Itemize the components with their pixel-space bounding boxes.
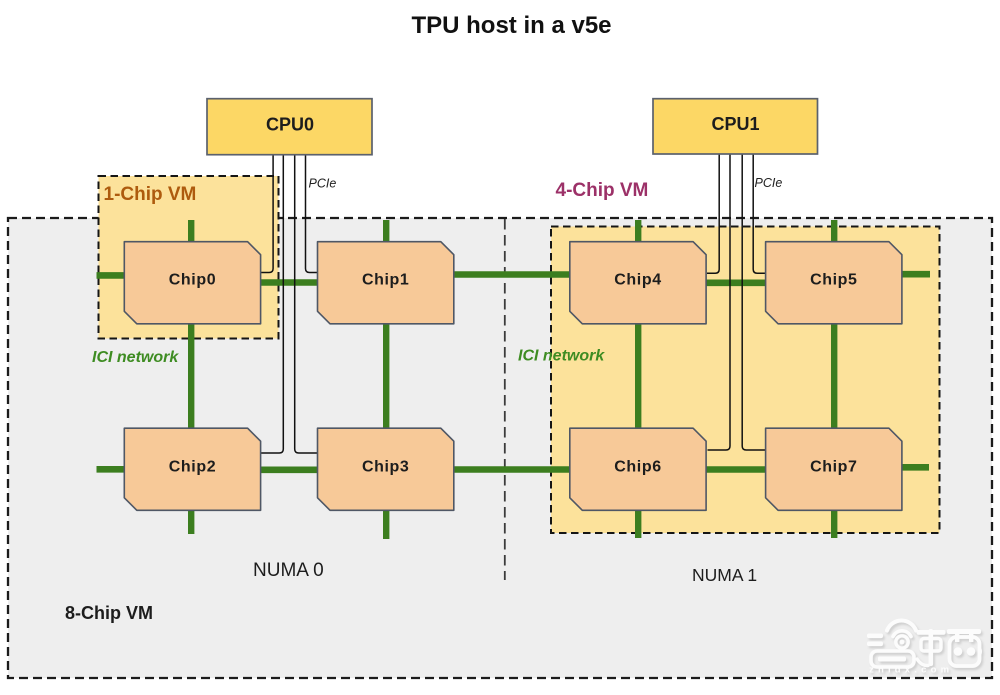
svg-text:TPU host in a v5e: TPU host in a v5e xyxy=(411,12,611,39)
svg-text:ICI network: ICI network xyxy=(518,348,605,365)
svg-text:CPU0: CPU0 xyxy=(266,115,314,135)
svg-text:Chip6: Chip6 xyxy=(614,459,661,476)
svg-text:NUMA 1: NUMA 1 xyxy=(692,565,757,585)
svg-text:ICI network: ICI network xyxy=(92,349,179,366)
svg-text:Chip1: Chip1 xyxy=(362,272,409,289)
svg-text:zhidx.com: zhidx.com xyxy=(869,665,953,676)
svg-text:Chip2: Chip2 xyxy=(169,459,216,476)
svg-text:PCIe: PCIe xyxy=(309,177,337,191)
svg-text:Chip7: Chip7 xyxy=(810,459,857,476)
svg-text:Chip4: Chip4 xyxy=(614,272,661,289)
svg-text:PCIe: PCIe xyxy=(755,176,783,190)
svg-text:NUMA 0: NUMA 0 xyxy=(253,560,324,581)
svg-text:4-Chip VM: 4-Chip VM xyxy=(556,180,649,201)
svg-text:Chip0: Chip0 xyxy=(169,272,216,289)
svg-text:8-Chip VM: 8-Chip VM xyxy=(65,603,153,623)
svg-text:Chip5: Chip5 xyxy=(810,272,857,289)
svg-text:1-Chip VM: 1-Chip VM xyxy=(104,184,197,205)
svg-text:Chip3: Chip3 xyxy=(362,459,409,476)
svg-text:CPU1: CPU1 xyxy=(711,114,759,134)
